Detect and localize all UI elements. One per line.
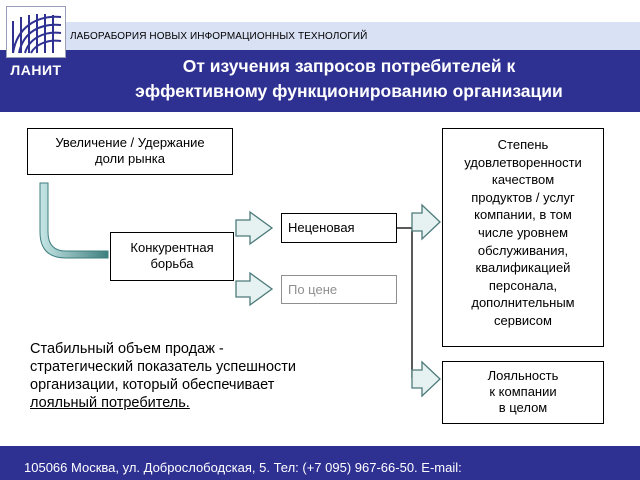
- lab-name-bar: [60, 22, 640, 50]
- loyalty-line-2: к компании: [489, 384, 557, 399]
- footer-address: 105066 Москва, ул. Доброслободская, 5. Т…: [24, 460, 462, 475]
- stable-sales-text: Стабильный объем продаж - стратегический…: [30, 340, 370, 412]
- satisfaction-box: Степень удовлетворенности качеством прод…: [442, 128, 604, 347]
- bend-arrow-icon: [39, 182, 109, 259]
- logo-wordmark: ЛАНИТ: [6, 58, 66, 82]
- stable-sales-line-2: стратегический показатель успешности: [30, 359, 296, 375]
- title-line-1: От изучения запросов потребителей к: [182, 56, 516, 76]
- satisfaction-line-8: квалификацией: [475, 260, 571, 276]
- satisfaction-line-11: сервисом: [494, 312, 552, 328]
- top-strip: [0, 0, 640, 22]
- block-arrow-to-loyalty-icon: [411, 360, 441, 398]
- loyalty-box: Лояльность к компании в целом: [442, 361, 604, 424]
- satisfaction-line-4: продуктов / услуг: [471, 189, 575, 205]
- price-label: По цене: [288, 282, 338, 297]
- logo-globe-icon: [12, 14, 62, 54]
- satisfaction-line-3: качеством: [491, 172, 555, 188]
- stable-sales-line-4: лояльный потребитель.: [30, 395, 190, 411]
- block-arrow-to-non-price-icon: [235, 210, 274, 246]
- market-share-line-2: доли рынка: [95, 151, 165, 166]
- satisfaction-line-5: компании, в том: [474, 207, 572, 223]
- price-box: По цене: [281, 275, 397, 304]
- title-bar: [0, 50, 640, 112]
- footer-bar: [0, 446, 640, 480]
- lanit-logo: ЛАНИТ: [6, 6, 66, 82]
- satisfaction-line-2: удовлетворенности: [464, 154, 582, 170]
- satisfaction-line-1: Степень: [497, 137, 549, 152]
- slide-title: От изучения запросов потребителей к эффе…: [60, 54, 638, 104]
- lab-name: ЛАБОРАБОРИЯ НОВЫХ ИНФОРМАЦИОННЫХ ТЕХНОЛО…: [70, 31, 368, 42]
- satisfaction-line-10: дополнительным: [471, 295, 575, 311]
- stable-sales-line-3: организации, который обеспечивает: [30, 377, 275, 393]
- stable-sales-line-1: Стабильный объем продаж -: [30, 341, 224, 357]
- competition-line-1: Конкурентная: [130, 240, 214, 255]
- loyalty-line-3: в целом: [498, 400, 548, 415]
- title-line-2: эффективному функционированию организаци…: [135, 81, 563, 101]
- loyalty-line-1: Лояльность: [487, 368, 559, 383]
- satisfaction-line-6: числе уровнем: [477, 224, 569, 240]
- block-arrow-to-price-icon: [235, 271, 274, 307]
- satisfaction-line-9: персонала,: [488, 277, 558, 293]
- competition-line-2: борьба: [150, 256, 194, 271]
- competition-box: Конкурентная борьба: [110, 232, 234, 281]
- logo-emblem: [6, 6, 66, 58]
- non-price-label: Неценовая: [288, 220, 355, 235]
- non-price-box: Неценовая: [281, 213, 397, 243]
- market-share-line-1: Увеличение / Удержание: [55, 135, 205, 150]
- block-arrow-to-satisfaction-icon: [411, 203, 441, 241]
- market-share-box: Увеличение / Удержание доли рынка: [27, 128, 233, 175]
- satisfaction-line-7: обслуживания,: [477, 242, 569, 258]
